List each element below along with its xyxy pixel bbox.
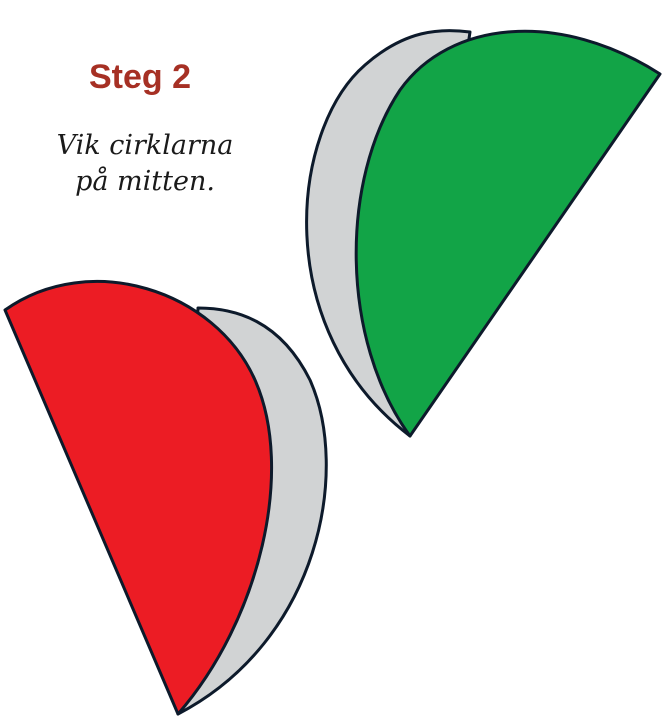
step-title: Steg 2	[88, 58, 192, 96]
green-circle-front-half	[354, 29, 662, 438]
instruction-line-2: på mitten.	[75, 166, 215, 197]
step-instruction: Vik cirklarna på mitten.	[20, 128, 270, 200]
instruction-line-1: Vik cirklarna	[56, 130, 234, 161]
red-circle-front-half	[3, 280, 274, 716]
green-folded-circle	[305, 29, 662, 438]
red-folded-circle	[3, 280, 328, 716]
